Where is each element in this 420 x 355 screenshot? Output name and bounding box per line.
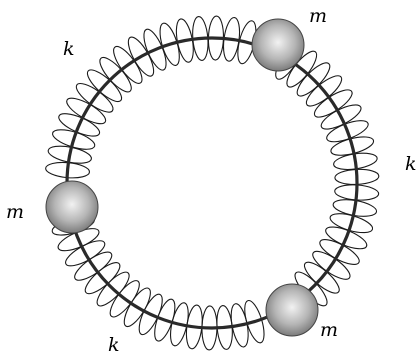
mass-top-right: [251, 18, 305, 72]
mass-label-top-right: m: [309, 5, 327, 27]
spring-right: [275, 40, 380, 307]
spring-bottom: [51, 215, 265, 351]
spring-label-top-left: k: [63, 38, 75, 60]
springs-group: [45, 15, 380, 351]
ring-track: [65, 36, 359, 330]
spring-label-bottom: k: [108, 334, 120, 355]
mass-bottom-right: [265, 283, 319, 337]
mass-label-left: m: [6, 201, 24, 223]
spring-label-right: k: [405, 153, 417, 175]
mass-left: [45, 180, 99, 234]
masses-group: [45, 18, 319, 337]
mass-label-bottom-right: m: [320, 319, 338, 341]
